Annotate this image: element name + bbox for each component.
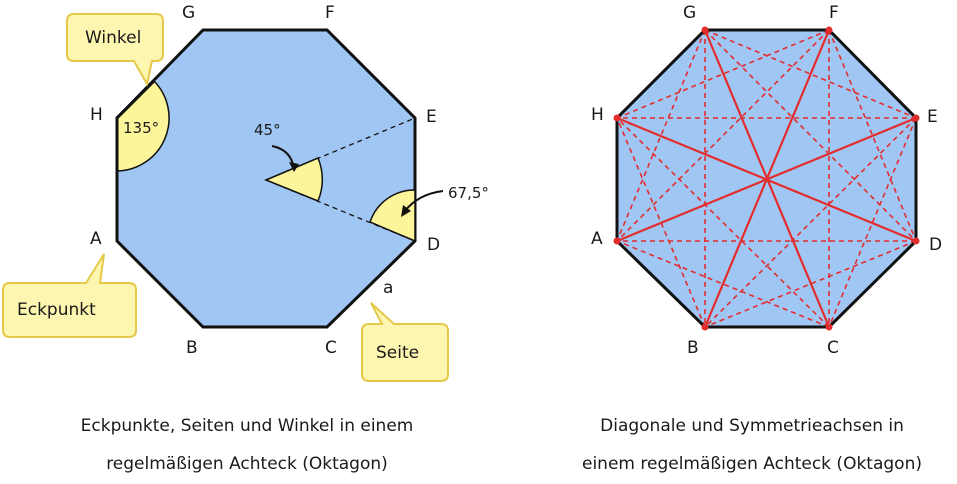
diagonal-bh	[616, 117, 706, 328]
vertex-label-g: G	[182, 3, 195, 23]
center-angle-sector	[264, 157, 324, 202]
octagon-left	[115, 28, 417, 329]
diagonal-ec	[828, 117, 917, 328]
vertex-dot-d	[912, 237, 920, 245]
right-vertex-label-e: E	[927, 107, 938, 127]
diagonal-db	[704, 240, 917, 328]
base-angle-label: 67,5°	[448, 184, 489, 202]
bubble-winkel: Winkel	[85, 28, 141, 48]
vertex-dot-g	[701, 26, 709, 34]
interior-angle-sector	[116, 79, 170, 172]
right-figure: G F E D C B A H Diagonale und Symmetriea…	[582, 3, 942, 474]
left-figure: 135° 45° 67,5° G F E D C B A H a Winkel …	[2, 3, 489, 474]
diagonal-ch	[616, 117, 830, 328]
diagonals-group	[616, 29, 917, 328]
vertex-dot-f	[825, 26, 833, 34]
vertex-label-h: H	[90, 105, 103, 125]
diagonal-fd	[828, 29, 917, 242]
right-vertex-label-g: G	[683, 3, 696, 23]
bubble-winkel-shape	[66, 13, 164, 87]
diagonal-gd	[704, 29, 917, 242]
right-caption-line-1: Diagonale und Symmetrieachsen in	[600, 416, 904, 436]
right-vertex-label-h: H	[591, 105, 604, 125]
vertex-dot-e	[912, 114, 920, 122]
vertex-dot-b	[701, 323, 709, 331]
vertex-label-a: A	[90, 229, 102, 249]
right-vertex-label-d: D	[929, 235, 942, 255]
vertex-label-e: E	[426, 107, 437, 127]
center-angle-label: 45°	[254, 121, 281, 139]
left-caption-line-1: Eckpunkte, Seiten und Winkel in einem	[81, 416, 414, 436]
vertex-dot-h	[613, 114, 621, 122]
interior-angle-label: 135°	[123, 119, 159, 137]
vertex-label-d: D	[427, 235, 440, 255]
side-label-a: a	[383, 278, 393, 298]
right-vertex-label-a: A	[591, 229, 603, 249]
vertex-dots-group	[613, 26, 920, 331]
diagonal-fh	[616, 29, 830, 119]
right-vertex-label-f: F	[829, 3, 839, 23]
base-angle-sector	[369, 189, 416, 243]
left-caption-line-2: regelmäßigen Achteck (Oktagon)	[106, 454, 388, 474]
right-caption-line-2: einem regelmäßigen Achteck (Oktagon)	[582, 454, 922, 474]
diagonal-ga	[616, 29, 706, 242]
right-vertex-label-b: B	[687, 338, 699, 358]
bubble-seite: Seite	[376, 343, 419, 363]
diagonal-eb	[704, 117, 917, 328]
symmetry-axis-dh	[616, 116, 917, 243]
vertex-dot-c	[825, 323, 833, 331]
right-vertex-label-c: C	[827, 338, 839, 358]
bubble-eckpunkt: Eckpunkt	[17, 300, 96, 320]
diagonal-fa	[616, 29, 830, 242]
diagonal-ge	[704, 29, 917, 119]
vertex-label-b: B	[186, 338, 198, 358]
bubble-seite-shape	[361, 302, 449, 382]
vertex-label-c: C	[325, 338, 337, 358]
vertex-dot-a	[613, 237, 621, 245]
vertex-label-f: F	[325, 3, 335, 23]
diagonal-ca	[616, 240, 830, 328]
bubble-eckpunkt-shape	[2, 253, 137, 338]
